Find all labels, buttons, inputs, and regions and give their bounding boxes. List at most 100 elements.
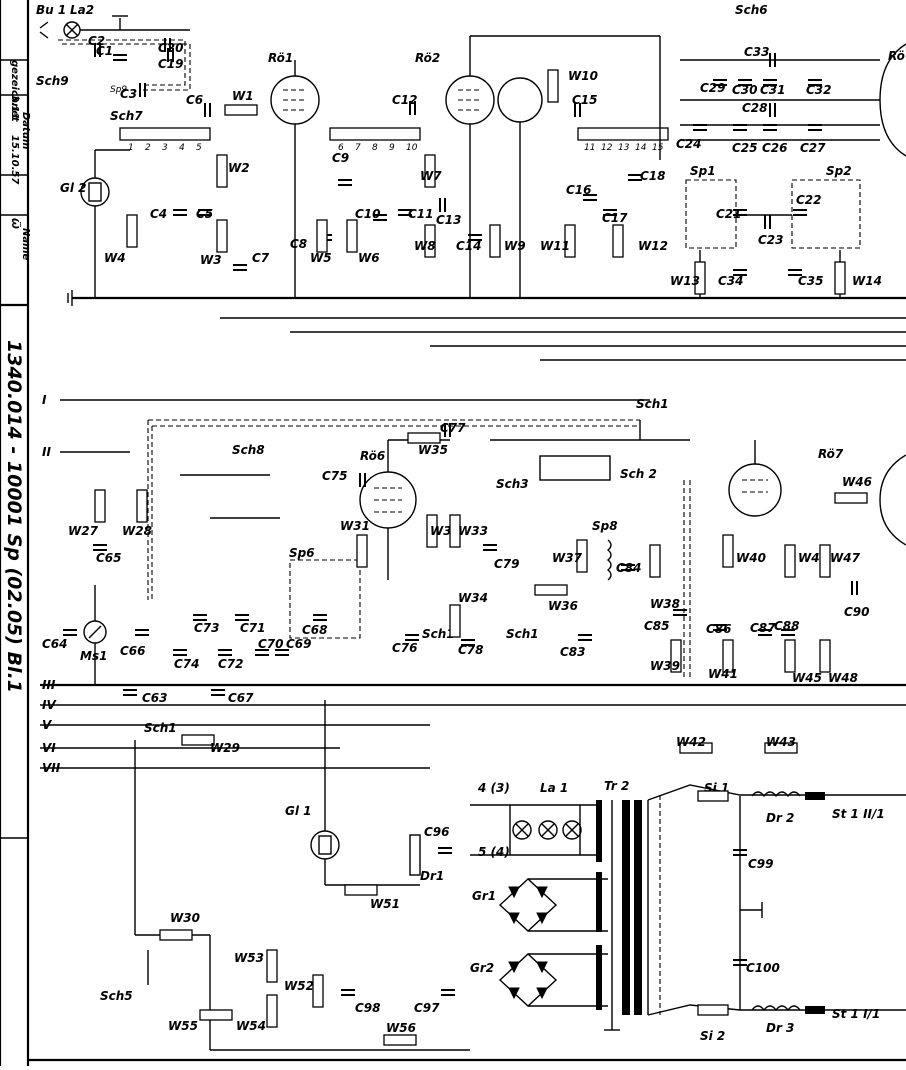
capacitor-c13: C13 <box>436 213 462 227</box>
resistor-w3: W3 <box>200 253 222 267</box>
resistor-w12: W12 <box>638 239 668 253</box>
capacitor-c87: C87 <box>750 621 776 635</box>
terminal-pin: 6 <box>338 143 344 153</box>
datum-value: 15.10.57 <box>9 135 20 184</box>
terminal-pin: 3 <box>162 143 168 153</box>
capacitor-c76: C76 <box>392 641 418 655</box>
sch1-mid-label: Sch1 <box>422 627 455 641</box>
capacitor-c98: C98 <box>355 1001 381 1015</box>
capacitor-c25: C25 <box>732 141 758 155</box>
top-section: Bu 1 La2 Sch9 Sp9 Sch7 Gl 2 Rö1 Rö2 Sch6 <box>36 3 906 361</box>
capacitor-c33: C33 <box>744 45 770 59</box>
rail-iv-label: IV <box>42 698 57 712</box>
resistor-w47: W47 <box>830 551 861 565</box>
capacitor-c77: C77 <box>440 421 466 435</box>
resistor-w38: W38 <box>650 597 680 611</box>
resistor-w34: W34 <box>458 591 488 605</box>
sch1-right-label: Sch1 <box>506 627 539 641</box>
capacitor-c6: C6 <box>186 93 203 107</box>
sp2-label: Sp2 <box>826 164 852 178</box>
capacitor-c22: C22 <box>796 193 822 207</box>
terminal-pin: 8 <box>372 143 378 153</box>
resistor-w8: W8 <box>414 239 436 253</box>
rectifier-gr1 <box>498 878 608 932</box>
capacitor-c14: C14 <box>456 239 482 253</box>
resistor-w33: W33 <box>458 524 488 538</box>
rectifier-bridges <box>498 878 608 1007</box>
capacitor-c23: C23 <box>758 233 784 247</box>
ro-edge-label: Rö <box>888 49 905 63</box>
capacitor-c30: C30 <box>732 83 758 97</box>
resistor-w54: W54 <box>236 1019 266 1033</box>
resistor-w45: W45 <box>792 671 822 685</box>
capacitor-c70: C70 <box>258 637 284 651</box>
capacitor-c26: C26 <box>762 141 788 155</box>
capacitor-c8: C8 <box>290 237 307 251</box>
datum-label: Datum <box>20 112 31 149</box>
gl2-label: Gl 2 <box>60 181 87 195</box>
ms1-label: Ms1 <box>80 649 107 663</box>
term-5-label: 5 (4) <box>478 845 510 859</box>
resistor-w41: W41 <box>708 667 738 681</box>
capacitor-c12: C12 <box>392 93 418 107</box>
terminal-pin: 12 <box>601 143 613 153</box>
resistor-w52: W52 <box>284 979 314 993</box>
capacitor-c97: C97 <box>414 1001 440 1015</box>
ro7-label: Rö7 <box>818 447 844 461</box>
capacitor-c79: C79 <box>494 557 520 571</box>
dr1-label: Dr1 <box>420 869 444 883</box>
capacitor-c21: C21 <box>716 207 742 221</box>
resistor-w13: W13 <box>670 274 700 288</box>
rail-iii-label: III <box>42 678 56 692</box>
resistor-w2: W2 <box>228 161 250 175</box>
capacitor-c73: C73 <box>194 621 220 635</box>
resistor-w1: W1 <box>232 89 254 103</box>
sch8-label: Sch8 <box>232 443 265 457</box>
terminal-pin: 15 <box>652 143 664 153</box>
ro6-label: Rö6 <box>360 449 385 463</box>
capacitor-c10: C10 <box>355 207 381 221</box>
capacitor-c3: C3 <box>120 87 137 101</box>
term-4-label: 4 (3) <box>477 781 510 795</box>
dr2-label: Dr 2 <box>766 811 794 825</box>
capacitor-c31: C31 <box>760 83 786 97</box>
resistor-w9: W9 <box>504 239 526 253</box>
resistor-w53: W53 <box>234 951 264 965</box>
terminal-pin: 14 <box>635 143 647 153</box>
resistor-w43: W43 <box>766 735 796 749</box>
terminal-pin: 4 <box>179 143 185 153</box>
sp1-label: Sp1 <box>690 164 716 178</box>
capacitor-c16: C16 <box>566 183 592 197</box>
capacitor-c67: C67 <box>228 691 254 705</box>
capacitor-c11: C11 <box>408 207 434 221</box>
capacitor-c24: C24 <box>676 137 702 151</box>
capacitor-c63: C63 <box>142 691 168 705</box>
resistor-w48: W48 <box>828 671 858 685</box>
capacitor-c9: C9 <box>332 151 349 165</box>
resistor-w40: W40 <box>736 551 766 565</box>
terminal-pin: 2 <box>145 143 151 153</box>
resistor-w27: W27 <box>68 524 99 538</box>
terminal-pin: 11 <box>584 143 595 153</box>
side-code: 3.11 <box>9 95 20 120</box>
gl1-label: Gl 1 <box>285 804 312 818</box>
terminal-pin: 5 <box>196 143 202 153</box>
la1-label: La 1 <box>540 781 568 795</box>
si2-label: Si 2 <box>700 1029 725 1043</box>
capacitor-c4: C4 <box>150 207 167 221</box>
sch3-label: Sch3 <box>496 477 529 491</box>
resistor-w56: W56 <box>386 1021 416 1035</box>
lamp-icon <box>512 820 532 840</box>
sp9-label: Sp9 <box>110 85 127 95</box>
capacitor-c68: C68 <box>302 623 328 637</box>
capacitor-c88: C88 <box>774 619 800 633</box>
capacitor-c74: C74 <box>174 657 200 671</box>
resistor-w37: W37 <box>552 551 583 565</box>
